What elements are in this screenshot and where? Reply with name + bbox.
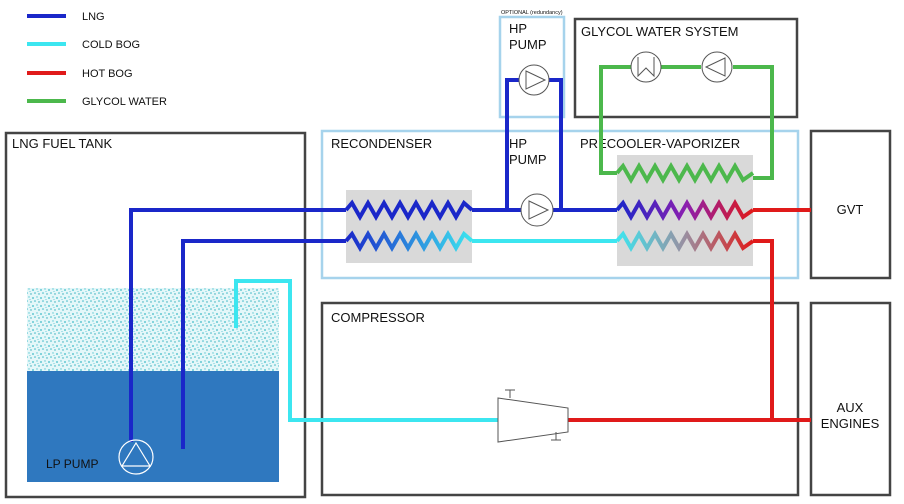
gvt-label: GVT [837,202,864,217]
lp-pump-icon[interactable] [118,439,154,475]
legend-label-cold-bog: COLD BOG [82,39,140,51]
legend-item-lng: LNG [27,11,105,23]
glycol-piping [599,65,774,180]
aux-label-line1: AUX [837,400,864,415]
compressor-icon[interactable] [497,389,569,443]
compressor-frame [320,301,800,497]
aux-label-line2: ENGINES [821,416,880,431]
lp-pump-label: LP PUMP [46,457,98,471]
fuel-tank-title: LNG FUEL TANK [12,136,113,151]
compressor-block[interactable]: COMPRESSOR [320,301,800,497]
lng-line-tank-to-recondenser [129,208,346,442]
optional-note: OPTIONAL (redundancy) [501,10,563,16]
precooler-title: PRECOOLER-VAPORIZER [580,136,740,151]
hp-pump-opt-label-line1: HP [509,21,527,36]
lng-line-second-suction [181,239,346,449]
hp-pump-opt-label-line2: PUMP [509,37,547,52]
precooler-cold-bog-coil [615,229,755,253]
recondenser-coils [344,198,474,253]
fuel-tank-frame [4,131,307,499]
lng-line-from-optional-pump [549,78,563,210]
glycol-water-system[interactable]: GLYCOL WATER SYSTEM [573,17,799,119]
hp-pump-optional-icon[interactable] [518,64,550,96]
legend-item-glycol-water: GLYCOL WATER [27,96,167,108]
aux-engines-frame [809,301,892,497]
aux-engines-block[interactable]: AUX ENGINES [809,301,892,497]
lng-fuel-tank[interactable]: LNG FUEL TANK LP PUMP [4,131,307,499]
gvt-frame [809,129,892,280]
tank-vapor-space [27,288,279,371]
tank-liquid [27,371,279,482]
recondenser-exchanger [346,190,472,263]
hot-bog-piping [568,208,811,422]
optional-hp-pump[interactable]: OPTIONAL (redundancy) HP PUMP [498,10,566,119]
hp-pump-main-label-line2: PUMP [509,152,547,167]
legend: LNG COLD BOG HOT BOG GLYCOL WATER [27,11,167,108]
lng-piping [129,78,617,449]
optional-hp-pump-frame [498,15,566,119]
cold-bog-piping [234,239,617,422]
legend-item-hot-bog: HOT BOG [27,68,133,80]
legend-label-lng: LNG [82,11,105,23]
glycol-line-supply [733,65,774,180]
heater-icon[interactable] [630,51,662,83]
glycol-line-return [599,65,631,175]
glycol-system-frame [573,17,799,119]
cold-bog-line-tank-to-compressor [234,279,498,422]
precooler-glycol-coil [615,161,755,185]
compressor-title: COMPRESSOR [331,310,425,325]
hp-pump-main-icon[interactable] [520,193,554,227]
lng-line-to-optional-pump [505,78,519,210]
recondenser-coil-upper [344,198,474,222]
recondenser-coil-lower [344,229,474,253]
legend-label-hot-bog: HOT BOG [82,68,133,80]
glycol-pump-icon[interactable] [701,51,733,83]
gvt-block[interactable]: GVT [809,129,892,280]
precooler-lng-coil [615,198,755,222]
hp-pump-main-label-line1: HP [509,136,527,151]
recondenser-title: RECONDENSER [331,136,432,151]
legend-label-glycol: GLYCOL WATER [82,96,167,108]
legend-item-cold-bog: COLD BOG [27,39,140,51]
precooler-coils [615,161,755,253]
glycol-system-title: GLYCOL WATER SYSTEM [581,24,738,39]
hot-bog-line-to-aux [753,239,811,422]
